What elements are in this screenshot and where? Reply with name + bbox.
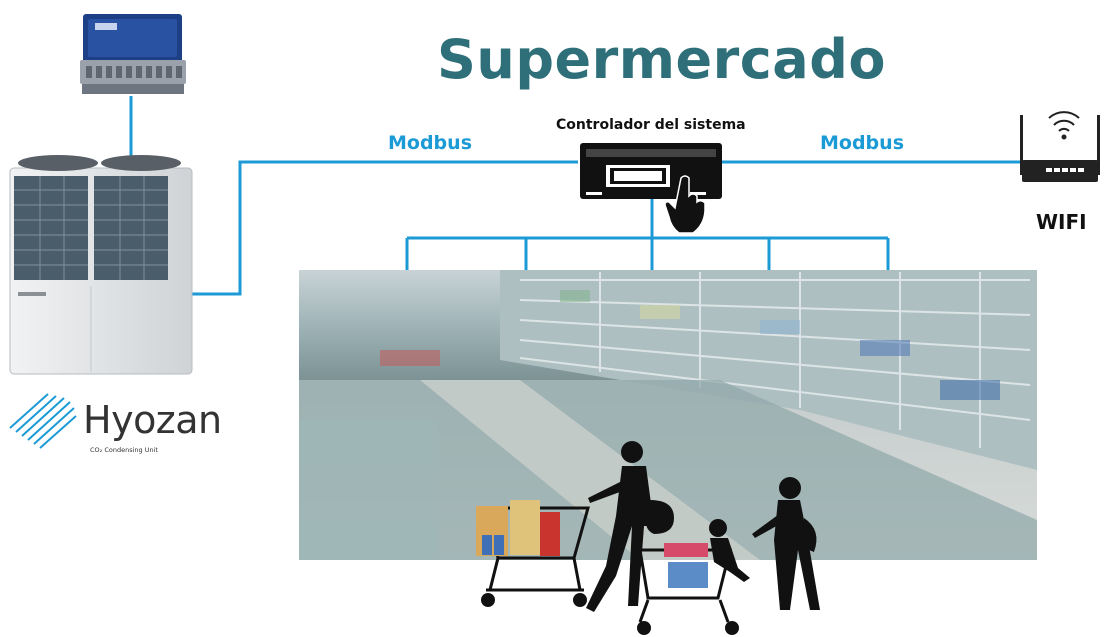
connection-lines xyxy=(129,96,1020,296)
brand-subtitle: CO₂ Condensing Unit xyxy=(90,446,158,454)
page-title: Supermercado xyxy=(437,28,886,91)
protocol-label-right: Modbus xyxy=(820,132,904,154)
hyozan-logo-icon xyxy=(9,393,77,449)
fan-top-left xyxy=(18,155,98,171)
wifi-router-icon xyxy=(1020,111,1100,182)
brand-name: Hyozan xyxy=(83,398,222,442)
wifi-label: WIFI xyxy=(1036,210,1087,234)
controller-label: Controlador del sistema xyxy=(556,117,746,133)
fan-top-right xyxy=(101,155,181,171)
condensing-unit-icon xyxy=(9,155,193,375)
controller-keypad-icon xyxy=(580,143,722,234)
shoppers-silhouette-icon xyxy=(476,441,820,635)
gateway-device-icon xyxy=(80,14,186,94)
unit-to-controller-line xyxy=(192,160,578,296)
protocol-label-left: Modbus xyxy=(388,132,472,154)
